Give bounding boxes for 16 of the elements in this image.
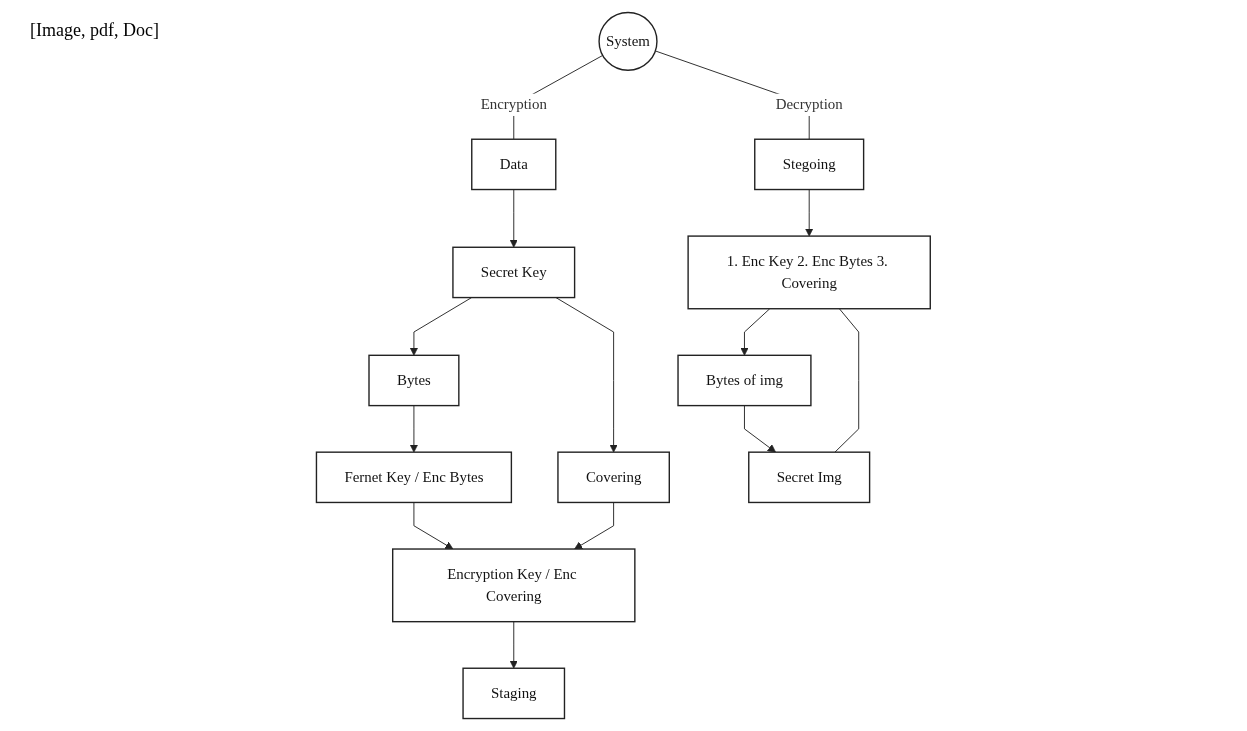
node-box: Fernet Key / Enc Bytes: [315, 451, 513, 504]
node-box: Stegoing: [754, 138, 865, 191]
node-box: Encryption Key / Enc Covering: [392, 548, 636, 623]
node-box: Bytes of img: [677, 354, 812, 407]
node-box: Covering: [557, 451, 671, 504]
node-box: Secret Key: [452, 246, 576, 299]
node-box: Staging: [462, 667, 566, 720]
node-box: Data: [471, 138, 557, 191]
node-box: 1. Enc Key 2. Enc Bytes 3. Covering: [687, 235, 932, 310]
node-circle: System: [598, 11, 658, 71]
connector: [834, 308, 860, 453]
note-text: [Image, pdf, Doc]: [30, 20, 159, 41]
edge-label: Encryption: [480, 96, 548, 113]
node-box: Secret Img: [748, 451, 871, 504]
node-box: Bytes: [368, 354, 460, 407]
edge-label: Decryption: [775, 96, 843, 113]
